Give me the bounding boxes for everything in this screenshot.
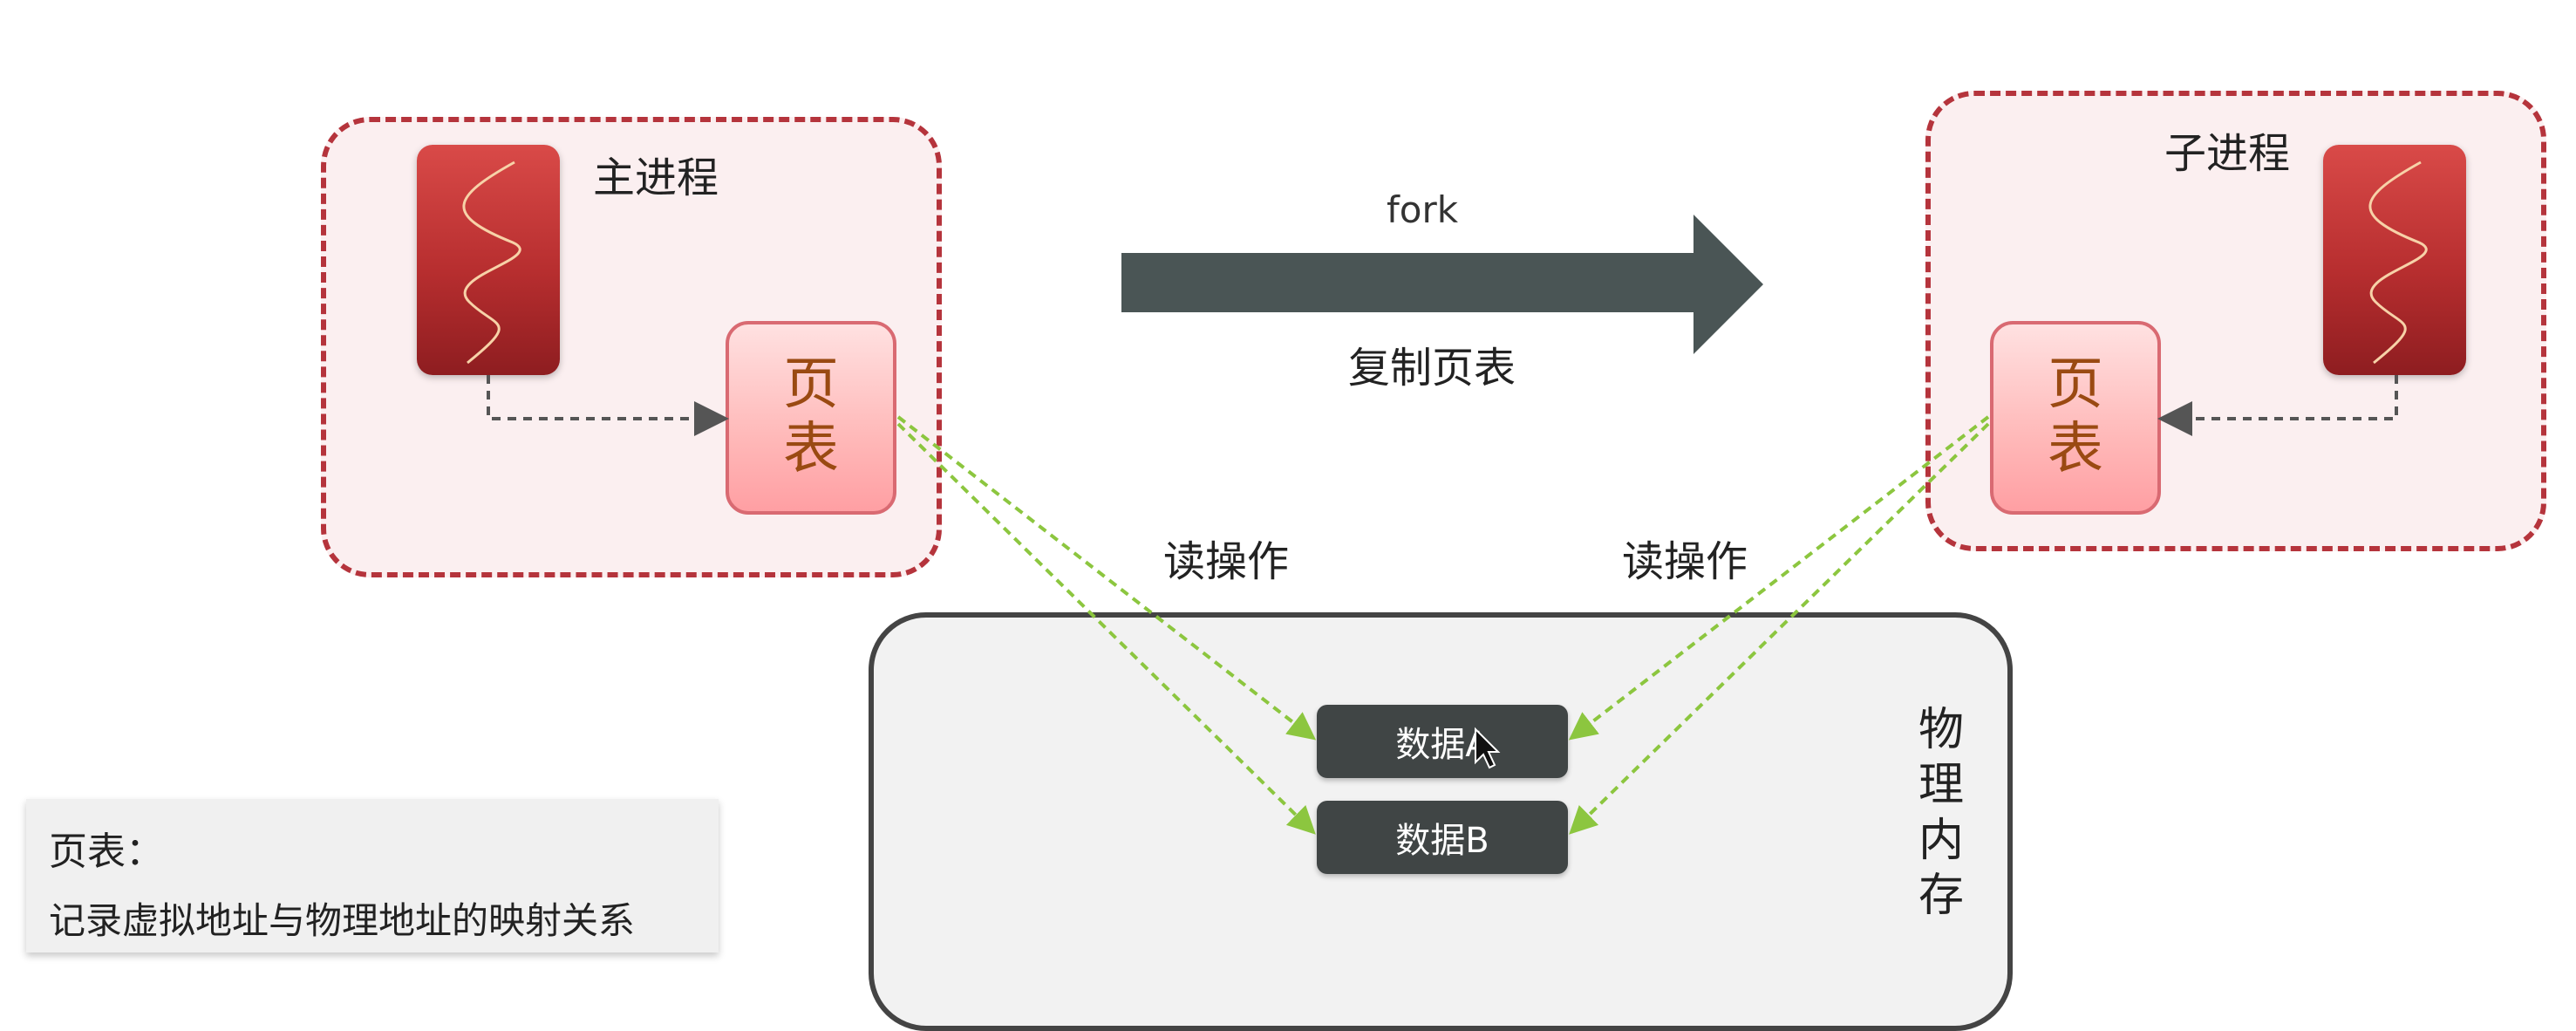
parent-thread-icon <box>417 145 560 375</box>
child-read-arrow-a <box>1568 415 1990 741</box>
data-b-block: 数据B <box>1317 801 1568 874</box>
child-page-table-char-1: 页 <box>2048 352 2103 418</box>
child-process-label: 子进程 <box>2164 129 2291 178</box>
parent-page-table-char-2: 表 <box>783 417 839 481</box>
parent-page-table: 页 表 <box>726 321 896 515</box>
child-page-table-char-2: 表 <box>2048 417 2103 481</box>
note-description: 记录虚拟地址与物理地址的映射关系 <box>49 899 636 942</box>
parent-read-arrow-a <box>896 415 1317 741</box>
memory-label-char-3: 内 <box>1918 814 1965 867</box>
memory-label-char-4: 存 <box>1918 870 1965 923</box>
child-read-arrow-b <box>1569 422 1990 835</box>
fork-arrow <box>1121 215 1763 354</box>
mouse-cursor-icon <box>1475 727 1501 769</box>
copy-page-table-label: 复制页表 <box>1348 344 1516 393</box>
parent-thread-to-page-table-connector <box>487 375 729 436</box>
connectors-overlay <box>487 215 2398 835</box>
parent-page-table-char-1: 页 <box>783 352 839 418</box>
page-table-note: 页表： 记录虚拟地址与物理地址的映射关系 <box>26 799 719 952</box>
physical-memory-label: 物 理 内 存 <box>1918 703 1964 925</box>
data-a-block: 数据A <box>1317 705 1568 778</box>
parent-process-label: 主进程 <box>593 154 719 202</box>
read-operation-right-label: 读操作 <box>1622 537 1748 586</box>
note-title: 页表： <box>49 830 164 874</box>
fork-label: fork <box>1387 188 1459 231</box>
memory-label-char-1: 物 <box>1918 704 1965 756</box>
child-thread-icon <box>2323 145 2466 375</box>
child-thread-to-page-table-connector <box>2157 375 2398 436</box>
parent-read-arrow-b <box>896 422 1316 835</box>
read-operation-left-label: 读操作 <box>1163 537 1290 586</box>
memory-label-char-2: 理 <box>1918 759 1965 812</box>
child-page-table: 页 表 <box>1990 321 2161 515</box>
